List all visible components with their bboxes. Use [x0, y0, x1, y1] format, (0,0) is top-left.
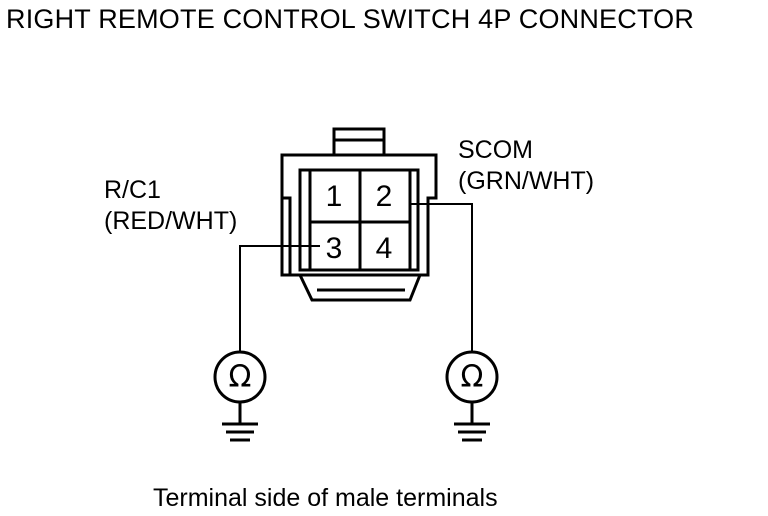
pin-2-label: 2	[376, 180, 393, 213]
terminal-grid	[308, 168, 412, 272]
pin-3-label: 3	[326, 232, 343, 265]
left-wire-name: R/C1	[104, 176, 161, 204]
pin-1-label: 1	[326, 180, 343, 213]
pin-labels: 1 2 3 4	[326, 180, 393, 265]
ohmmeter-icon: Ω	[445, 350, 499, 404]
ohm-symbol-left: Ω	[229, 360, 252, 395]
right-wire-color: (GRN/WHT)	[458, 167, 595, 195]
pin-4-label: 4	[376, 232, 393, 265]
probe-wires	[239, 203, 473, 352]
diagram-caption: Terminal side of male terminals	[153, 484, 498, 512]
ground-icon	[454, 402, 490, 442]
probe-wire-right	[410, 203, 473, 352]
ohmmeter-icon: Ω	[213, 350, 267, 404]
left-wire-color: (RED/WHT)	[104, 207, 238, 235]
right-wire-name: SCOM	[458, 136, 533, 164]
diagram-title: RIGHT REMOTE CONTROL SWITCH 4P CONNECTOR	[6, 4, 695, 34]
ohm-symbol-right: Ω	[461, 360, 484, 395]
ground-icon	[222, 402, 258, 442]
probe-wire-left	[239, 245, 320, 352]
